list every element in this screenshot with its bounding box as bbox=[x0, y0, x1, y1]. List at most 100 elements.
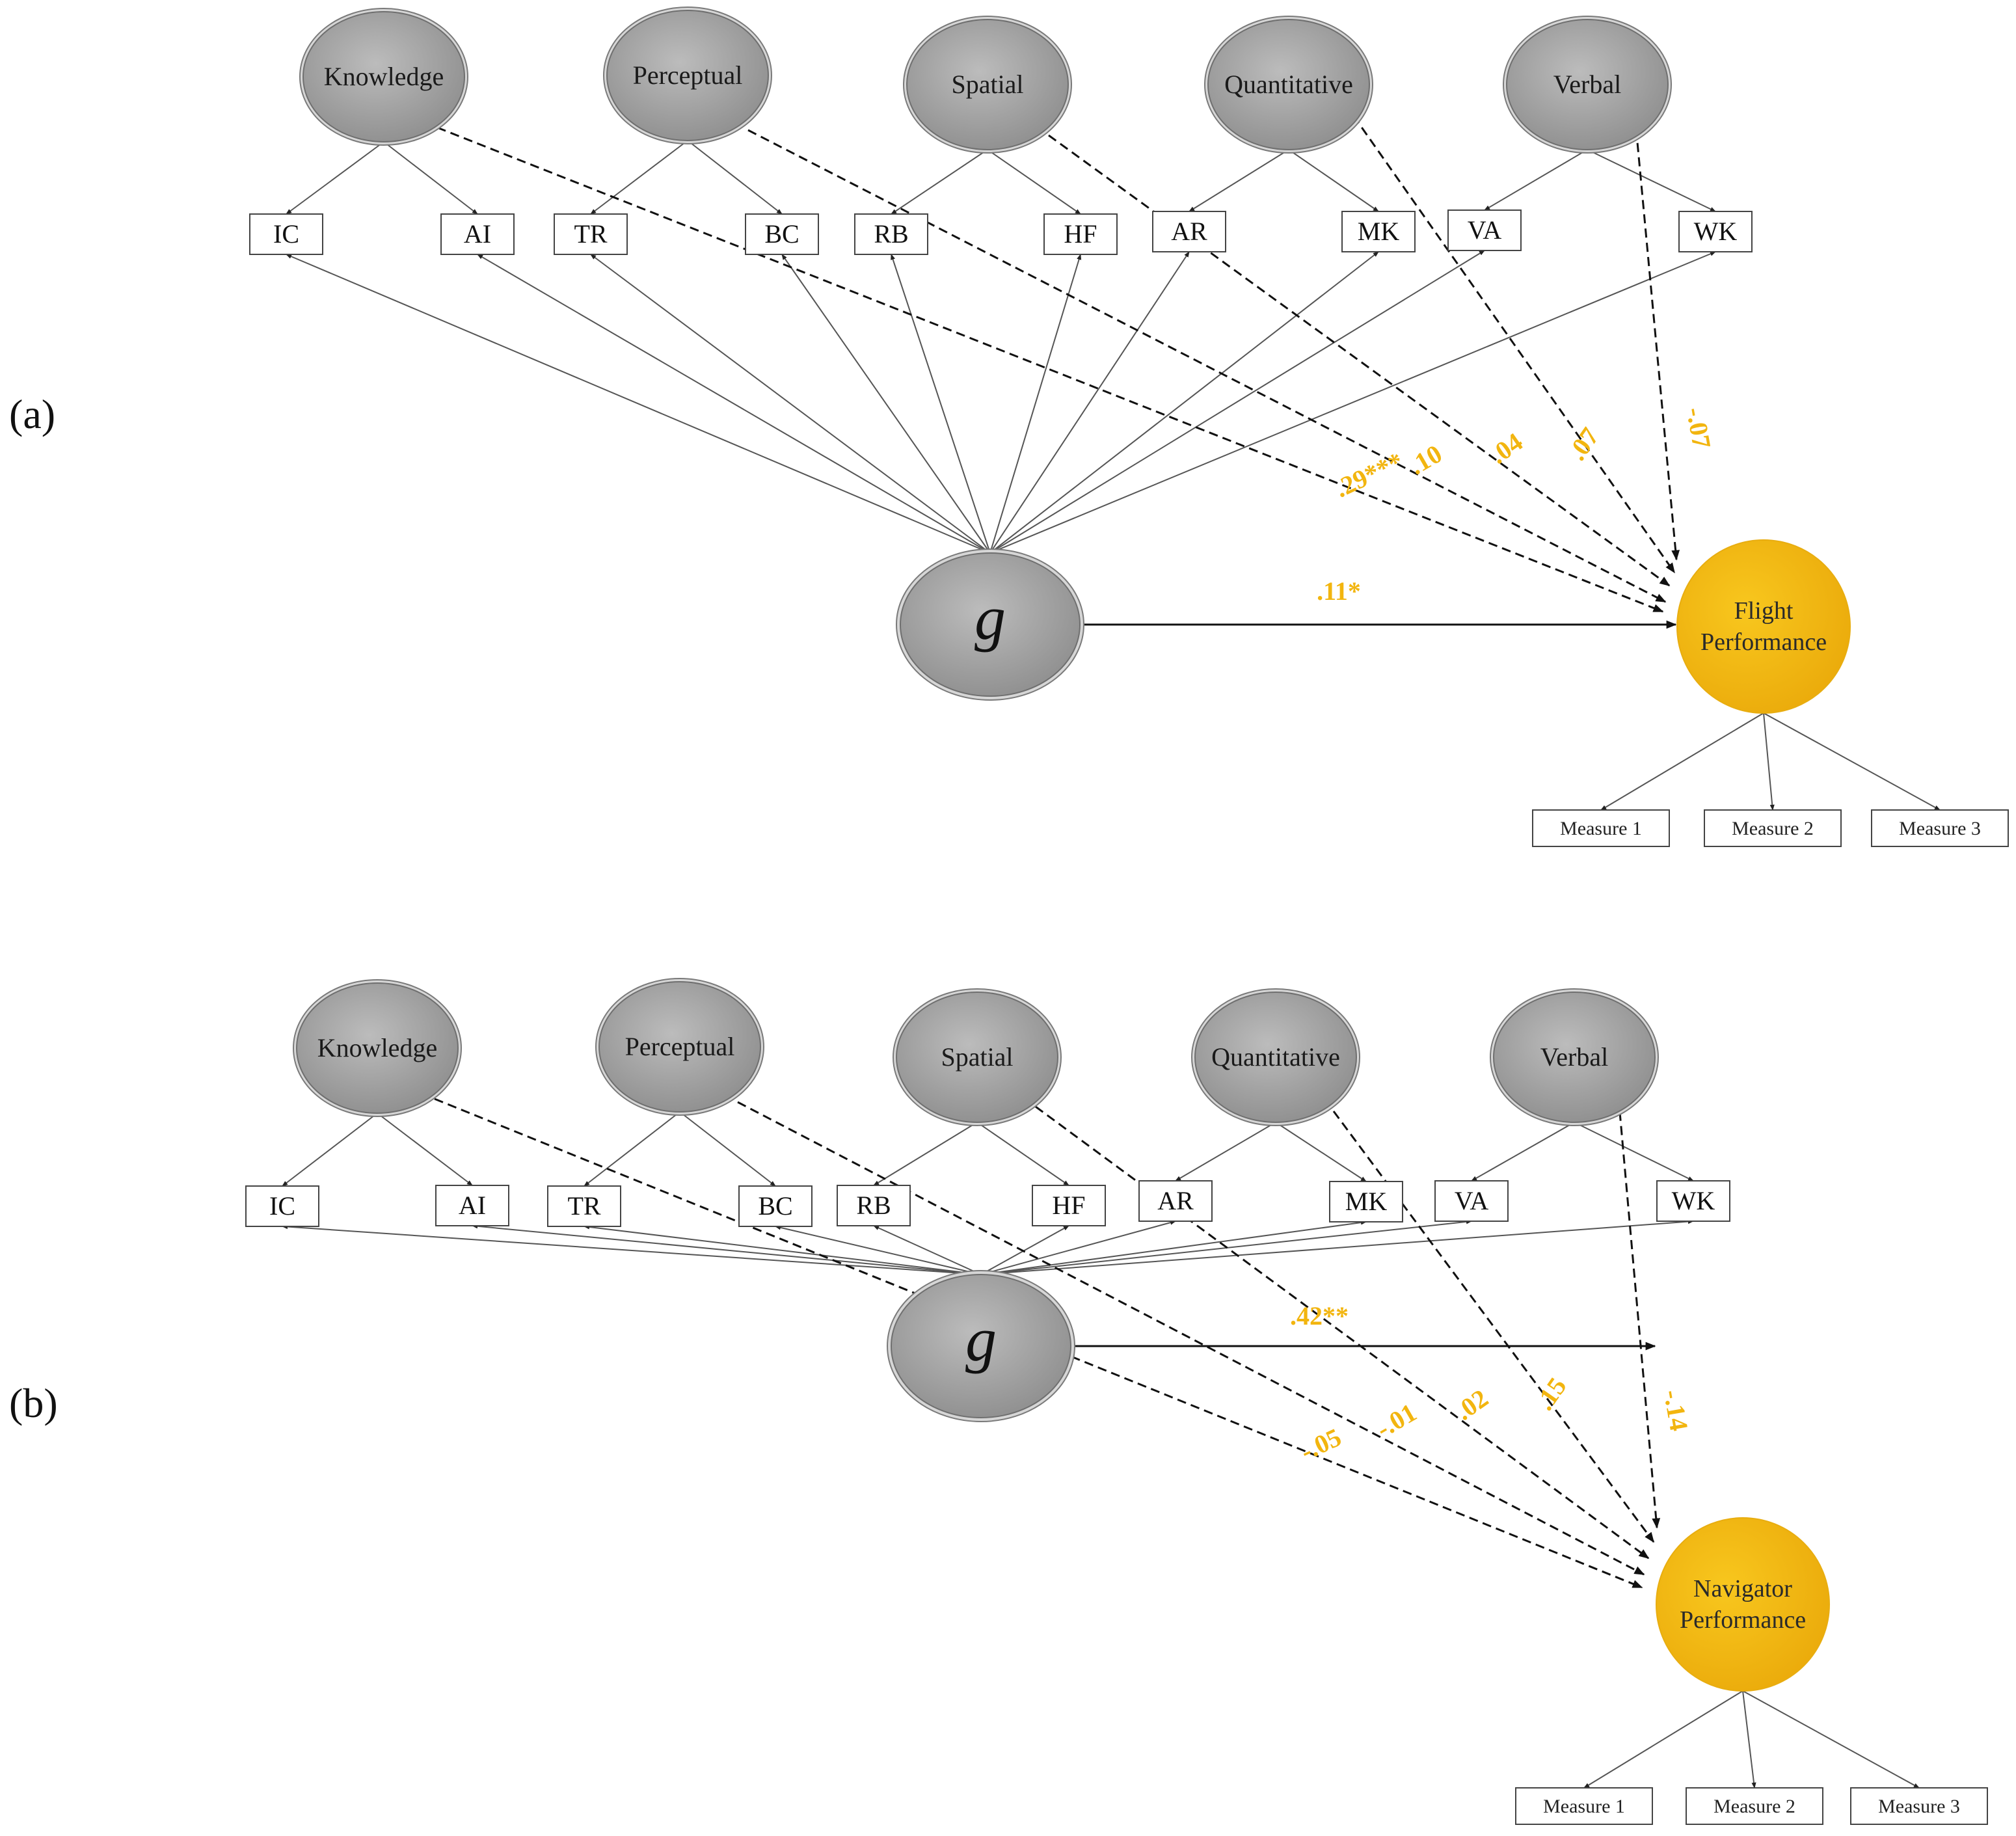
outcome-label-line-1: Navigator bbox=[1693, 1575, 1792, 1602]
measure-label: Measure 3 bbox=[1878, 1796, 1960, 1817]
path-spatial-to-rb bbox=[891, 149, 988, 215]
path-verbal-to-wk bbox=[1587, 149, 1716, 212]
indicator-label: VA bbox=[1468, 215, 1502, 245]
indicator-label: WK bbox=[1694, 217, 1738, 246]
coefficient-spatial-to-outcome: .04 bbox=[1485, 427, 1528, 470]
factor-verbal: Verbal bbox=[1490, 988, 1659, 1126]
outcome-label-line-2: Performance bbox=[1680, 1606, 1806, 1634]
path-knowledge-to-ic bbox=[286, 141, 384, 215]
coefficient-perceptual-to-outcome: .10 bbox=[1404, 439, 1447, 480]
general-factor-label: g bbox=[974, 583, 1006, 653]
measure-box-2: Measure 2 bbox=[1686, 1787, 1823, 1825]
measure-label: Measure 1 bbox=[1543, 1796, 1625, 1817]
indicator-box-ar: AR bbox=[1152, 211, 1226, 252]
general-factor-label: g bbox=[965, 1304, 997, 1374]
path-knowledge-to-ic bbox=[282, 1113, 378, 1187]
indicator-box-ic: IC bbox=[245, 1185, 319, 1227]
path-spatial-to-hf bbox=[987, 149, 1081, 215]
factor-quantitative: Quantitative bbox=[1191, 988, 1360, 1126]
factor-knowledge: Knowledge bbox=[299, 8, 468, 146]
indicator-label: BC bbox=[764, 219, 799, 249]
indicator-label: AI bbox=[464, 219, 491, 249]
coefficient-spatial-to-outcome: .02 bbox=[1450, 1383, 1494, 1426]
factor-perceptual: Perceptual bbox=[603, 7, 772, 144]
indicator-label: AI bbox=[459, 1191, 486, 1220]
path-perceptual-to-bc bbox=[679, 1111, 776, 1187]
path-spatial-to-hf bbox=[976, 1122, 1069, 1186]
factor-label: Verbal bbox=[1540, 1042, 1608, 1072]
coefficient-knowledge-to-outcome: -.05 bbox=[1296, 1422, 1345, 1466]
measure-box-3: Measure 3 bbox=[1850, 1787, 1988, 1825]
factor-label: Spatial bbox=[951, 70, 1023, 99]
coefficient-verbal-to-outcome: -.07 bbox=[1681, 405, 1717, 451]
indicator-label: BC bbox=[758, 1191, 792, 1221]
path-outcome-to-measure-2 bbox=[1742, 1690, 1756, 1789]
path-outcome-to-measure-1 bbox=[1600, 712, 1764, 811]
dashed-path-quantitative-to-outcome bbox=[1344, 103, 1676, 574]
indicator-box-mk: MK bbox=[1341, 211, 1416, 252]
indicator-label: RB bbox=[856, 1191, 891, 1220]
dashed-path-verbal-to-outcome bbox=[1616, 1083, 1661, 1529]
indicator-label: VA bbox=[1455, 1186, 1489, 1215]
factor-label: Perceptual bbox=[625, 1032, 735, 1061]
measure-label: Measure 2 bbox=[1714, 1796, 1795, 1817]
path-g-to-ai bbox=[472, 1224, 982, 1275]
path-g-to-tr bbox=[590, 254, 991, 554]
indicator-box-rb: RB bbox=[854, 213, 928, 255]
indicator-box-bc: BC bbox=[745, 213, 819, 255]
dashed-path-verbal-to-outcome bbox=[1633, 114, 1680, 561]
path-g-to-rb bbox=[873, 1225, 982, 1275]
measure-label: Measure 1 bbox=[1560, 818, 1642, 839]
path-g-to-tr bbox=[584, 1224, 982, 1275]
factor-quantitative: Quantitative bbox=[1204, 16, 1373, 154]
indicator-box-hf: HF bbox=[1032, 1185, 1106, 1226]
indicator-box-tr: TR bbox=[547, 1185, 621, 1227]
path-g-to-wk bbox=[980, 1219, 1694, 1275]
dashed-path-spatial-to-outcome bbox=[1035, 1105, 1650, 1559]
panel-label-b: (b) bbox=[9, 1380, 58, 1426]
panel-label-a: (a) bbox=[9, 391, 56, 437]
dashed-path-perceptual-to-outcome bbox=[737, 1101, 1645, 1576]
path-knowledge-to-ai bbox=[383, 141, 478, 215]
path-quantitative-to-mk bbox=[1275, 1122, 1367, 1182]
path-verbal-to-wk bbox=[1574, 1122, 1694, 1181]
indicator-label: IC bbox=[273, 219, 299, 249]
dashed-path-perceptual-to-outcome bbox=[747, 129, 1667, 603]
path-outcome-to-measure-2 bbox=[1763, 712, 1775, 811]
path-g-to-bc bbox=[781, 254, 991, 554]
path-outcome-to-measure-3 bbox=[1763, 712, 1941, 811]
path-verbal-to-va bbox=[1484, 149, 1588, 211]
measure-box-2: Measure 2 bbox=[1704, 809, 1842, 847]
path-g-to-ic bbox=[282, 1224, 982, 1275]
indicator-box-ic: IC bbox=[249, 213, 323, 255]
indicator-label: HF bbox=[1052, 1191, 1085, 1220]
indicator-label: IC bbox=[269, 1191, 295, 1221]
path-quantitative-to-mk bbox=[1288, 149, 1379, 212]
measure-box-3: Measure 3 bbox=[1871, 809, 2009, 847]
outcome-label-line-2: Performance bbox=[1700, 628, 1827, 656]
path-quantitative-to-ar bbox=[1175, 1122, 1276, 1181]
indicator-label: TR bbox=[574, 219, 607, 249]
indicator-box-rb: RB bbox=[837, 1185, 911, 1226]
indicator-box-hf: HF bbox=[1043, 213, 1118, 255]
path-knowledge-to-ai bbox=[377, 1113, 473, 1186]
indicator-box-tr: TR bbox=[554, 213, 628, 255]
indicator-box-wk: WK bbox=[1656, 1180, 1730, 1222]
coefficient-verbal-to-outcome: -.14 bbox=[1658, 1388, 1694, 1433]
indicator-label: MK bbox=[1358, 217, 1400, 246]
path-g-to-va bbox=[989, 250, 1485, 554]
path-g-to-rb bbox=[891, 254, 991, 554]
coefficient-knowledge-to-outcome: .29*** bbox=[1330, 446, 1408, 503]
indicator-label: TR bbox=[567, 1191, 600, 1221]
path-g-to-hf bbox=[980, 1225, 1069, 1275]
path-verbal-to-va bbox=[1471, 1122, 1575, 1181]
indicator-box-va: VA bbox=[1434, 1180, 1509, 1222]
path-g-to-ar bbox=[989, 251, 1190, 554]
factor-label: Perceptual bbox=[633, 61, 743, 90]
indicator-box-ar: AR bbox=[1138, 1180, 1213, 1222]
indicator-label: AR bbox=[1171, 217, 1207, 246]
path-g-to-mk bbox=[980, 1220, 1367, 1275]
